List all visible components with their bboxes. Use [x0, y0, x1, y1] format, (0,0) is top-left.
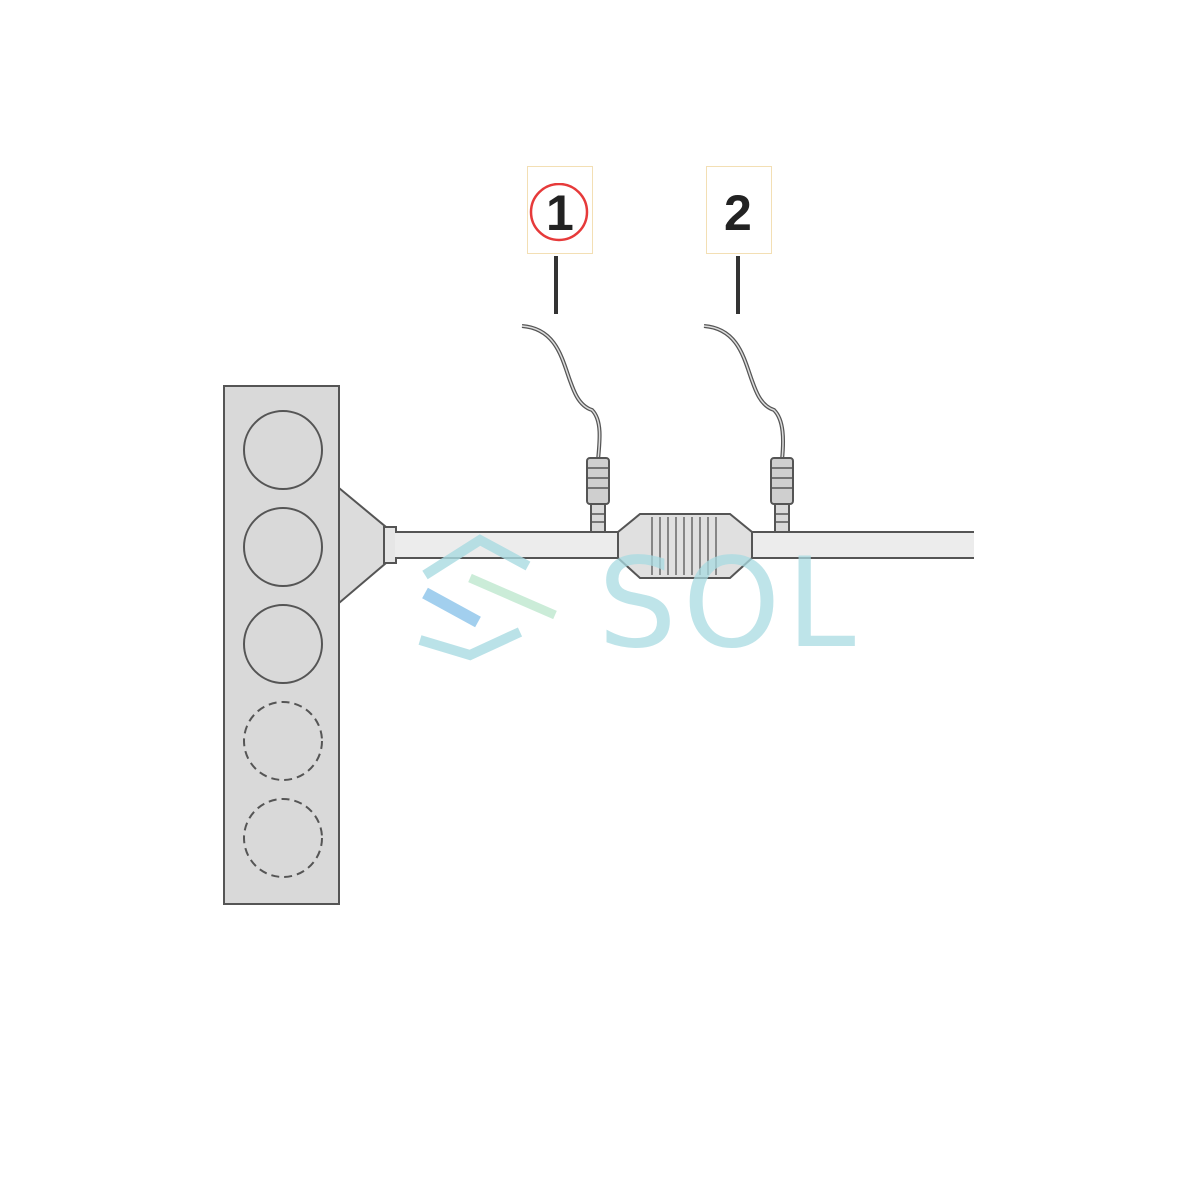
- exhaust-pipe: [395, 531, 974, 559]
- cylinder: [243, 604, 323, 684]
- watermark-logo-icon: [418, 534, 557, 661]
- exhaust-manifold: [338, 485, 387, 606]
- callout-1-label: 1: [546, 185, 574, 241]
- callout-2-label: 2: [724, 185, 752, 241]
- catalytic-converter: [617, 513, 753, 579]
- cylinder: [243, 507, 323, 587]
- oxygen-sensor-2[interactable]: [703, 324, 794, 533]
- manifold-collar: [383, 526, 397, 564]
- cylinder-optional: [243, 701, 323, 781]
- cylinder-optional: [243, 798, 323, 878]
- callout-1-highlight-ring: [529, 183, 589, 242]
- oxygen-sensor-1[interactable]: [521, 324, 610, 533]
- cylinder: [243, 410, 323, 490]
- watermark-text: SOL: [598, 532, 862, 676]
- engine-cylinders: [243, 410, 323, 878]
- callout-2-box: [706, 166, 772, 254]
